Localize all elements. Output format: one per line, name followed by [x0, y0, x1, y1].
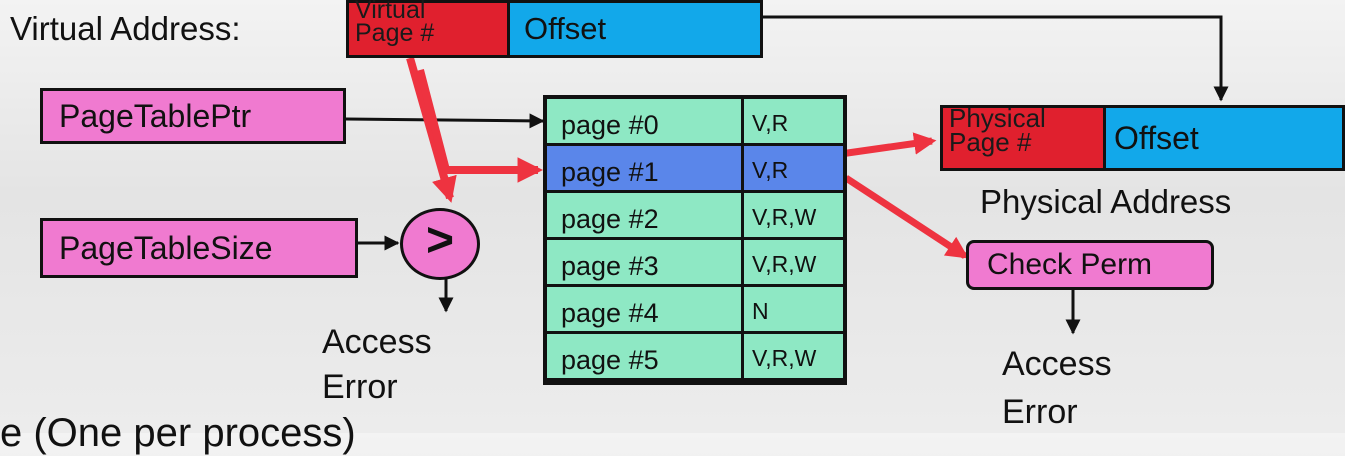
access-error-right: Access Error	[1002, 341, 1112, 436]
ptr-arrow	[345, 113, 545, 129]
offset-copy-arrow	[762, 15, 1229, 102]
virtual-offset-label: Offset	[524, 11, 607, 46]
check-perm-label: Check Perm	[987, 248, 1153, 281]
physical-page-line1: Physical	[949, 103, 1046, 133]
vpn-to-table-arrow	[416, 68, 544, 183]
page-number-cell: page #5	[547, 334, 741, 378]
permission-cell: V,R	[744, 146, 843, 190]
arrows-layer	[345, 15, 1229, 335]
table-row: page #4 N	[547, 287, 843, 333]
virtual-offset-field: Offset	[507, 0, 763, 58]
table-row: page #3 V,R,W	[547, 240, 843, 286]
permission-cell: V,R	[744, 99, 843, 143]
access-error-right-line2: Error	[1002, 392, 1078, 431]
physical-page-field: Physical Page #	[940, 105, 1106, 171]
bottom-caption: e (One per process)	[0, 411, 356, 455]
physical-offset-label: Offset	[1114, 119, 1199, 156]
page-table-size-label: PageTableSize	[59, 229, 273, 266]
access-error-left-line2: Error	[322, 367, 398, 406]
virtual-page-field: Virtual Page #	[346, 0, 510, 58]
check-perm-box: Check Perm	[966, 240, 1214, 290]
page-table-ptr-register: PageTablePtr	[40, 88, 346, 144]
virtual-page-line2: Page #	[355, 19, 435, 47]
access-error-left-line1: Access	[322, 323, 432, 361]
access-error-right-line1: Access	[1002, 345, 1112, 383]
physical-address-label: Physical Address	[980, 183, 1232, 220]
page-table-size-register: PageTableSize	[40, 218, 358, 278]
page-number-cell: page #1	[547, 146, 741, 190]
physical-page-line2: Page #	[949, 126, 1032, 157]
comparator-symbol: >	[425, 214, 455, 267]
permission-cell: V,R,W	[744, 334, 843, 378]
page-number-cell: page #4	[547, 287, 741, 331]
page-number-cell: page #0	[547, 99, 741, 143]
page-table-ptr-label: PageTablePtr	[59, 97, 252, 134]
comparator-circle: >	[400, 208, 480, 280]
table-row: page #2 V,R,W	[547, 193, 843, 239]
vpn-to-compare-arrow	[406, 56, 457, 203]
page-number-cell: page #2	[547, 193, 741, 237]
table-row: page #5 V,R,W	[547, 334, 843, 380]
page-table: page #0 V,R page #1 V,R page #2 V,R,W pa…	[543, 95, 847, 385]
permission-cell: N	[744, 287, 843, 331]
permission-cell: V,R,W	[744, 240, 843, 284]
physical-offset-field: Offset	[1103, 105, 1345, 171]
page-number-cell: page #3	[547, 240, 741, 284]
virtual-address-label: Virtual Address:	[10, 10, 241, 47]
entry-to-checkperm-arrow	[844, 175, 969, 259]
virtual-page-line1: Virtual	[355, 0, 426, 24]
table-row: page #0 V,R	[547, 99, 843, 145]
access-error-left: Access Error	[322, 320, 432, 410]
permission-cell: V,R,W	[744, 193, 843, 237]
table-row-highlighted: page #1 V,R	[547, 146, 843, 192]
